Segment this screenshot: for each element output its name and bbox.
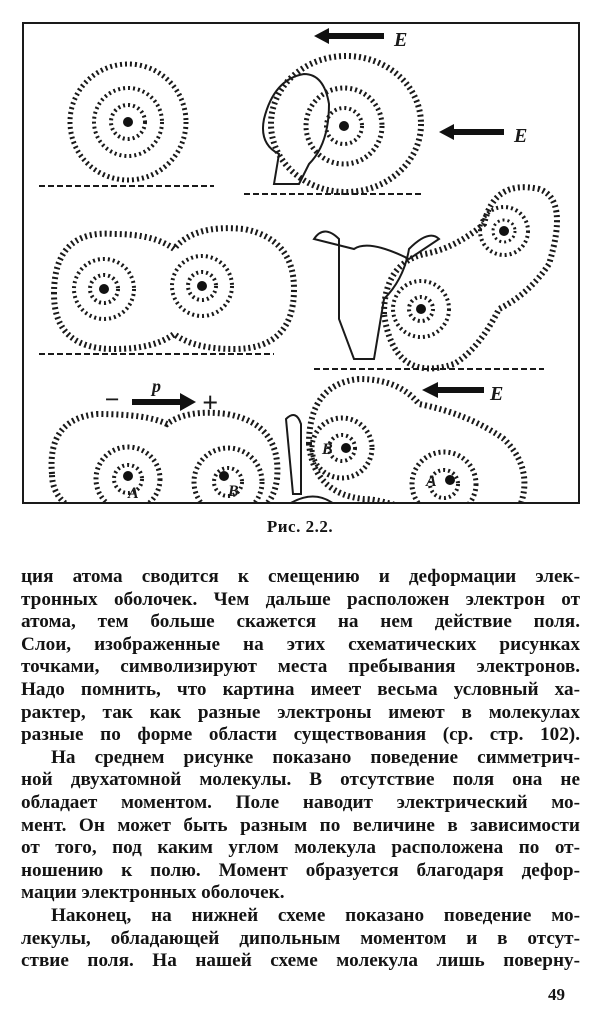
text-line: мации электронных оболочек. [21,882,285,904]
text-line: от того, под каким углом молекула распол… [21,837,580,859]
paragraph-3: Наконец, на нижней схеме показано поведе… [21,905,580,973]
text-line: атома, тем больше скажется на нем действ… [21,611,580,633]
text-line: ция атома сводится к смещению и деформац… [21,566,580,587]
atom-no-field [39,61,214,187]
field-arrow-2: E [439,124,527,147]
body-text: ция атома сводится к смещению и деформац… [21,566,580,973]
text-line: рактер, так как разные электроны имеют в… [21,701,580,723]
svg-text:B: B [227,483,239,500]
atom-in-field [244,53,424,195]
paragraph-2: На среднем рисунке показано поведение си… [21,747,580,905]
text-line: ной двухатомной молекулы. В отсутствие п… [21,769,580,791]
text-line: Надо помнить, что картина имеет весьма у… [21,678,580,700]
svg-text:A: A [127,485,139,502]
diatomic-molecule-in-field [312,184,560,372]
text-line: лекулы, обладающей дипольным моментом и … [21,927,580,949]
diatomic-molecule-no-field [39,225,298,355]
text-line: ствие поля. На нашей схеме молекула лишь… [21,950,580,972]
text-line: На среднем рисунке показано поведение си… [51,746,580,768]
atom-molecule-illustration: E E [39,28,560,502]
figure-2-2: E E [22,22,580,504]
svg-text:p: p [150,376,161,396]
text-line: мент. Он может быть разным по величине в… [21,814,580,836]
text-line: Наконец, на нижней схеме показано поведе… [51,904,580,926]
text-line: тронных оболочек. Чем дальше расположен … [21,588,580,610]
figure-caption: Рис. 2.2. [266,517,334,536]
svg-text:E: E [489,383,503,405]
text-line: обладает моментом. Поле наводит электрич… [21,791,580,813]
text-line: ношению к полю. Момент образуется благод… [21,859,580,881]
text-line: разные по форме области существования (с… [21,724,580,746]
page-number: 49 [548,985,565,1004]
svg-text:E: E [393,29,407,51]
svg-text:E: E [513,125,527,147]
text-line: Слои, изображенные на этих схематических… [21,633,580,655]
field-arrow-1: E [314,28,407,51]
polar-molecule-in-field: E B A [284,375,528,502]
text-line: точками, символизируют места пребывания … [21,656,580,678]
svg-text:−: − [104,385,120,414]
paragraph-1: ция атома сводится к смещению и деформац… [21,566,580,747]
svg-text:B: B [321,441,333,458]
polar-molecule-no-field: − p + A B [48,376,281,502]
svg-text:A: A [425,473,437,490]
